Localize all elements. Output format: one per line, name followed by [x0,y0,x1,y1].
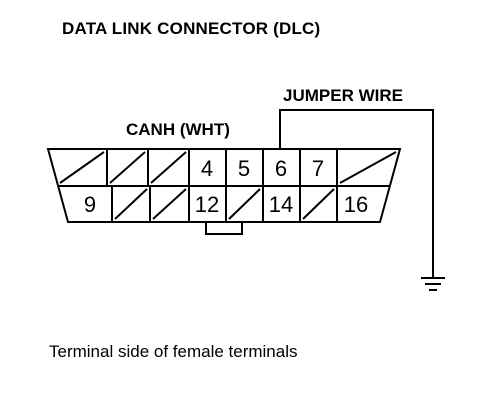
pin-6-label: 6 [275,156,287,181]
diagram-caption: Terminal side of female terminals [49,342,298,361]
unused-terminal-slash [302,188,335,220]
pin-9-label: 9 [84,192,96,217]
unused-terminal-slash [114,188,148,220]
ground-icon [421,277,445,291]
connector-outline [46,148,402,223]
unused-terminal-slash [228,188,261,220]
jumper-wire [279,109,434,278]
unused-terminal-slash [59,151,105,184]
pin-14-label: 14 [269,192,293,217]
pin-5-label: 5 [238,156,250,181]
pin-12-label: 12 [195,192,219,217]
unused-terminal-slash [339,151,397,184]
pin-16-label: 16 [344,192,368,217]
canh-label: CANH (WHT) [126,120,230,139]
diagram-title: DATA LINK CONNECTOR (DLC) [62,19,321,38]
pin-7-label: 7 [312,156,324,181]
jumper-wire-label: JUMPER WIRE [283,86,403,105]
pin-4-label: 4 [201,156,213,181]
unused-terminal-slash [150,151,187,184]
unused-terminal-slash [109,151,146,184]
locking-tab [205,222,243,235]
unused-terminal-slash [152,188,187,220]
